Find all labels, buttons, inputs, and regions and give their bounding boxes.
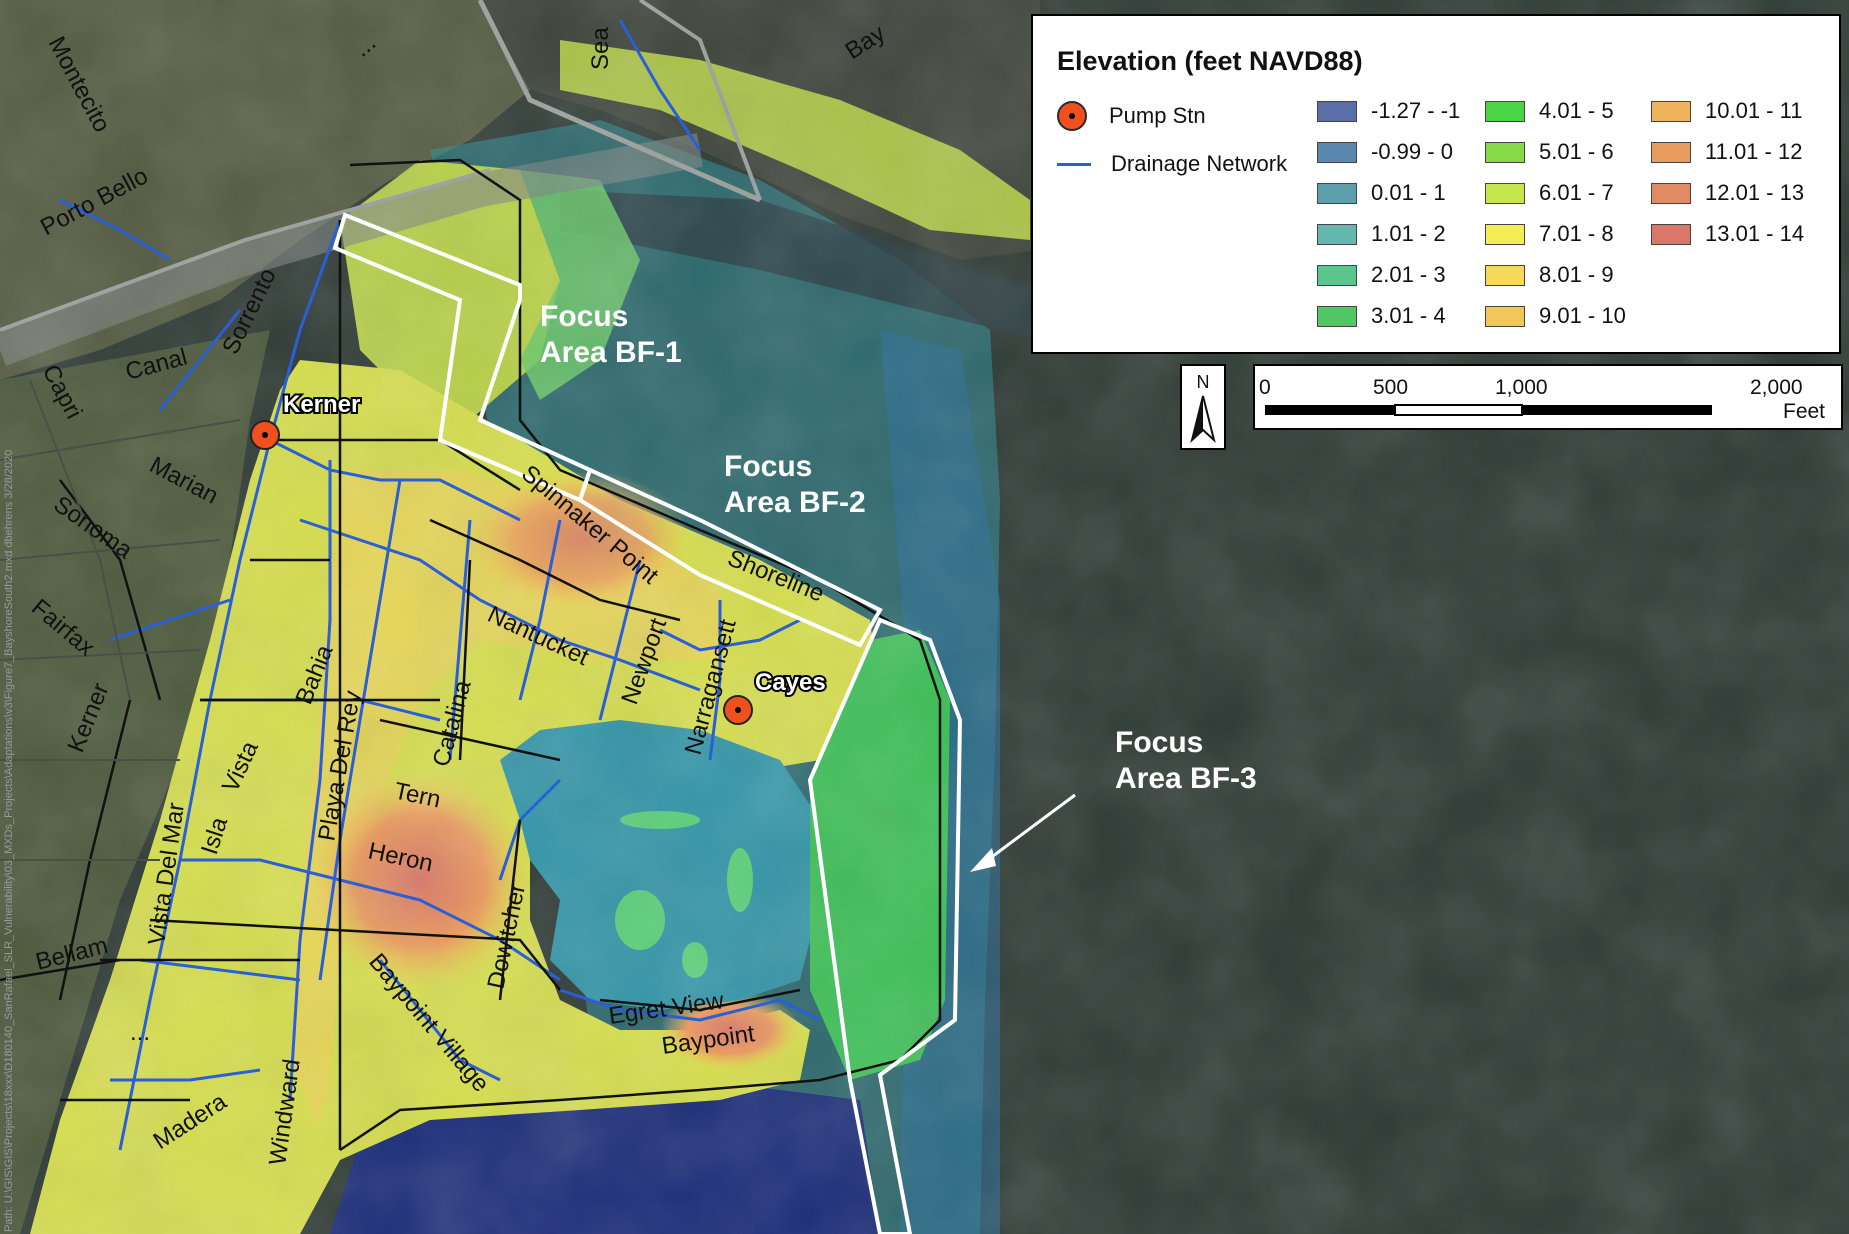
legend-class-label: 5.01 - 6: [1539, 139, 1614, 164]
legend-drainage-label: Drainage Network: [1111, 151, 1288, 176]
focus-label-bf3-line2: Area BF-3: [1115, 762, 1257, 795]
bf3-outline: [807, 617, 963, 1234]
scale-bar: 0 500 1,000 2,000 Feet: [1253, 364, 1843, 430]
legend-class-label: 10.01 - 11: [1705, 98, 1803, 123]
pump-label-kerner: Kerner: [283, 391, 360, 418]
legend-class-item: 0.01 - 1: [1317, 180, 1446, 206]
legend-swatch: [1651, 223, 1691, 245]
legend-class-item: 5.01 - 6: [1485, 139, 1614, 165]
focus-label-bf3-line1: Focus: [1115, 726, 1203, 759]
north-arrow-label: N: [1197, 372, 1210, 392]
legend-title: Elevation (feet NAVD88): [1057, 46, 1363, 76]
legend-class-item: 1.01 - 2: [1317, 221, 1446, 247]
legend-swatch: [1651, 182, 1691, 204]
legend-swatch: [1317, 223, 1357, 245]
legend-class-item: -0.99 - 0: [1317, 139, 1453, 165]
legend-class-item: 2.01 - 3: [1317, 262, 1446, 288]
legend-class-label: 2.01 - 3: [1371, 262, 1446, 287]
legend-class-item: 7.01 - 8: [1485, 221, 1614, 247]
legend-swatch: [1317, 182, 1357, 204]
legend-class-label: 6.01 - 7: [1539, 180, 1614, 205]
focus-label-bf2-line2: Area BF-2: [724, 486, 866, 519]
north-arrow: N: [1180, 364, 1226, 450]
legend-class-item: 3.01 - 4: [1317, 303, 1446, 329]
legend-swatch: [1485, 141, 1525, 163]
legend-swatch: [1485, 264, 1525, 286]
legend-class-label: 8.01 - 9: [1539, 262, 1614, 287]
legend-class-label: -0.99 - 0: [1371, 139, 1453, 164]
legend-class-label: 0.01 - 1: [1371, 180, 1446, 205]
bf3-arrowhead: [970, 848, 996, 872]
pump-station-kerner[interactable]: [250, 420, 280, 450]
legend-swatch: [1651, 141, 1691, 163]
bf2-outline: [577, 467, 883, 648]
drainage-line-icon: [1057, 162, 1091, 166]
legend-swatch: [1485, 305, 1525, 327]
street-network-grey: [0, 379, 241, 861]
focus-label-bf1-line1: Focus: [540, 300, 628, 333]
legend-class-item: 4.01 - 5: [1485, 98, 1614, 124]
legend-swatch: [1317, 100, 1357, 122]
margin-path-text: Path: U:\GIS\GIS\Projects\18xxx\D180140_…: [3, 450, 15, 1232]
legend-class-item: 12.01 - 13: [1651, 180, 1804, 206]
legend-class-label: -1.27 - -1: [1371, 98, 1461, 123]
legend-class-item: -1.27 - -1: [1317, 98, 1460, 124]
legend-class-item: 13.01 - 14: [1651, 221, 1804, 247]
focus-label-bf1-line2: Area BF-1: [540, 336, 682, 369]
legend-class-label: 1.01 - 2: [1371, 221, 1446, 246]
legend-swatch: [1485, 182, 1525, 204]
scale-tick-label: 0: [1259, 376, 1271, 399]
legend-class-label: 7.01 - 8: [1539, 221, 1614, 246]
legend-class-item: 6.01 - 7: [1485, 180, 1614, 206]
legend-swatch: [1485, 100, 1525, 122]
legend-swatch: [1485, 223, 1525, 245]
legend-class-label: 13.01 - 14: [1705, 221, 1805, 246]
legend-panel: Elevation (feet NAVD88) Pump Stn Drainag…: [1031, 14, 1841, 354]
legend-class-label: 3.01 - 4: [1371, 303, 1446, 328]
legend-class-item: 10.01 - 11: [1651, 98, 1802, 124]
scale-unit-label: Feet: [1783, 400, 1826, 423]
scale-tick-label: 1,000: [1495, 376, 1548, 399]
legend-class-item: 8.01 - 9: [1485, 262, 1614, 288]
street-label: ...: [130, 1019, 150, 1046]
scale-tick-label: 2,000: [1750, 376, 1803, 399]
elevation-classes: -1.27 - -1 -0.99 - 0 0.01 - 1 1.01 - 2 2.01 …: [1317, 98, 1837, 348]
focus-label-bf2-line1: Focus: [724, 450, 812, 483]
legend-class-item: 11.01 - 12: [1651, 139, 1802, 165]
legend-class-label: 12.01 - 13: [1705, 180, 1805, 205]
street-label: Sea: [587, 27, 614, 70]
legend-swatch: [1317, 141, 1357, 163]
legend-swatch: [1317, 264, 1357, 286]
scale-bar-graphic: [1265, 404, 1712, 416]
legend-pump-row: Pump Stn: [1057, 100, 1206, 132]
legend-swatch: [1651, 100, 1691, 122]
focus-area-outlines: [332, 212, 963, 1234]
pump-station-icon: [1057, 101, 1087, 131]
pump-label-cayes: Cayes: [755, 669, 826, 696]
scale-tick-label: 500: [1373, 376, 1409, 399]
legend-class-label: 4.01 - 5: [1539, 98, 1614, 123]
legend-swatch: [1317, 305, 1357, 327]
legend-class-label: 9.01 - 10: [1539, 303, 1626, 328]
legend-class-item: 9.01 - 10: [1485, 303, 1626, 329]
legend-class-label: 11.01 - 12: [1705, 139, 1803, 164]
pump-station-cayes[interactable]: [723, 695, 753, 725]
bf3-arrow: [984, 793, 1076, 864]
legend-pump-label: Pump Stn: [1109, 103, 1206, 128]
legend-drainage-row: Drainage Network: [1057, 148, 1287, 180]
